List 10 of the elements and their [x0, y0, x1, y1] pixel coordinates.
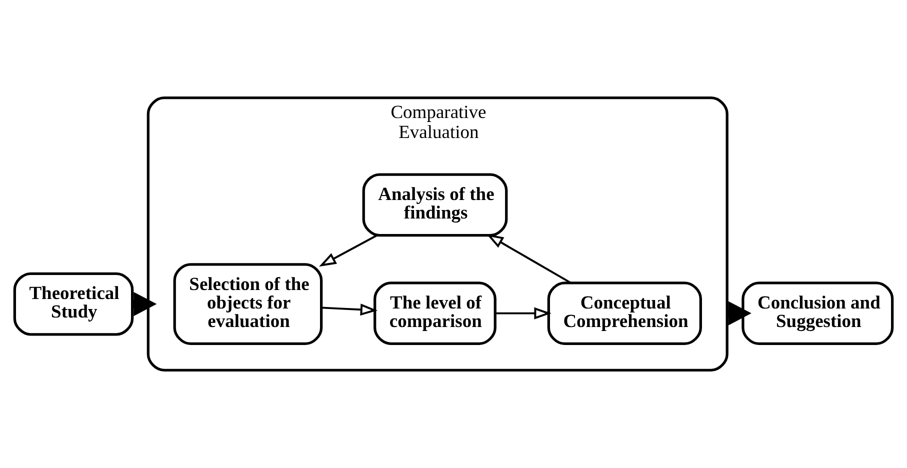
arrow — [322, 304, 378, 316]
node-box: Conceptual Comprehension — [547, 282, 702, 346]
node-box: Selection of the objects for evaluation — [173, 263, 323, 346]
arrow — [486, 234, 571, 284]
node-box: The level of comparison — [374, 282, 496, 346]
node-box: Conclusion and Suggestion — [742, 282, 894, 346]
node-box: Theoretical Study — [13, 272, 134, 336]
arrow — [318, 234, 378, 267]
arrow — [496, 307, 552, 320]
node-box: Analysis of the findings — [362, 173, 508, 237]
